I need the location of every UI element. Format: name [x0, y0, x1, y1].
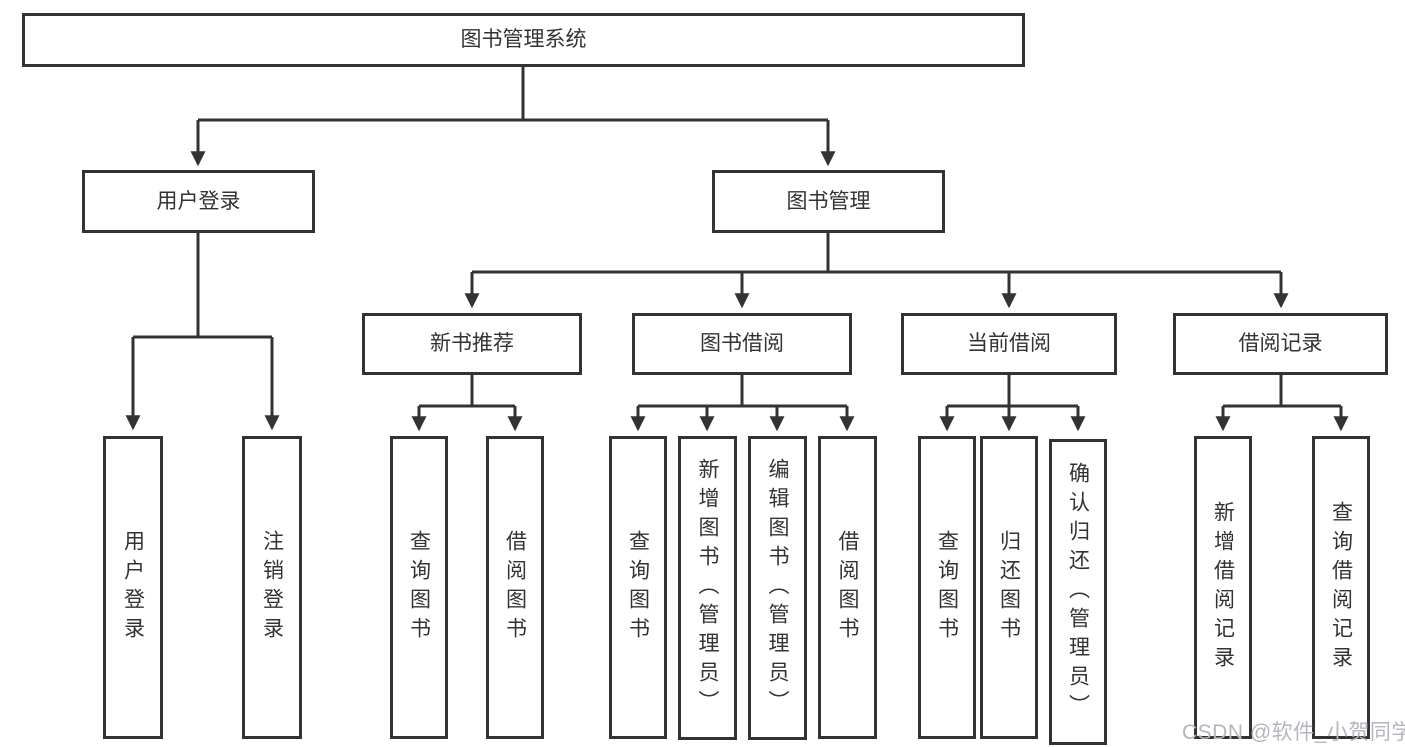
leaf-query-borrow-record: 查询借阅记录 [1312, 436, 1370, 739]
node-book-management: 图书管理 [712, 170, 945, 233]
node-book-borrowing: 图书借阅 [632, 313, 852, 375]
leaf-edit-books-admin: 编辑图书（管理员） [748, 436, 807, 740]
node-library-management-system: 图书管理系统 [22, 13, 1025, 67]
leaf-borrow-books-borrowing: 借阅图书 [818, 436, 877, 739]
leaf-confirm-return-admin: 确认归还（管理员） [1049, 439, 1107, 745]
node-borrowing-records: 借阅记录 [1173, 313, 1388, 375]
leaf-query-books-current: 查询图书 [918, 436, 976, 739]
leaf-query-books-recommend: 查询图书 [390, 436, 448, 739]
leaf-borrow-books-recommend: 借阅图书 [486, 436, 544, 739]
leaf-add-books-admin: 新增图书（管理员） [678, 436, 737, 740]
node-current-borrowing: 当前借阅 [901, 313, 1117, 375]
leaf-query-books-borrowing: 查询图书 [609, 436, 667, 739]
node-user-login: 用户登录 [82, 170, 315, 233]
leaf-logout: 注销登录 [242, 436, 302, 739]
node-new-book-recommend: 新书推荐 [362, 313, 582, 375]
leaf-user-login: 用户登录 [103, 436, 163, 739]
leaf-add-borrow-record: 新增借阅记录 [1194, 436, 1252, 739]
leaf-return-books: 归还图书 [980, 436, 1038, 739]
csdn-watermark: CSDN @软件_小贺同学 [1182, 721, 1405, 744]
